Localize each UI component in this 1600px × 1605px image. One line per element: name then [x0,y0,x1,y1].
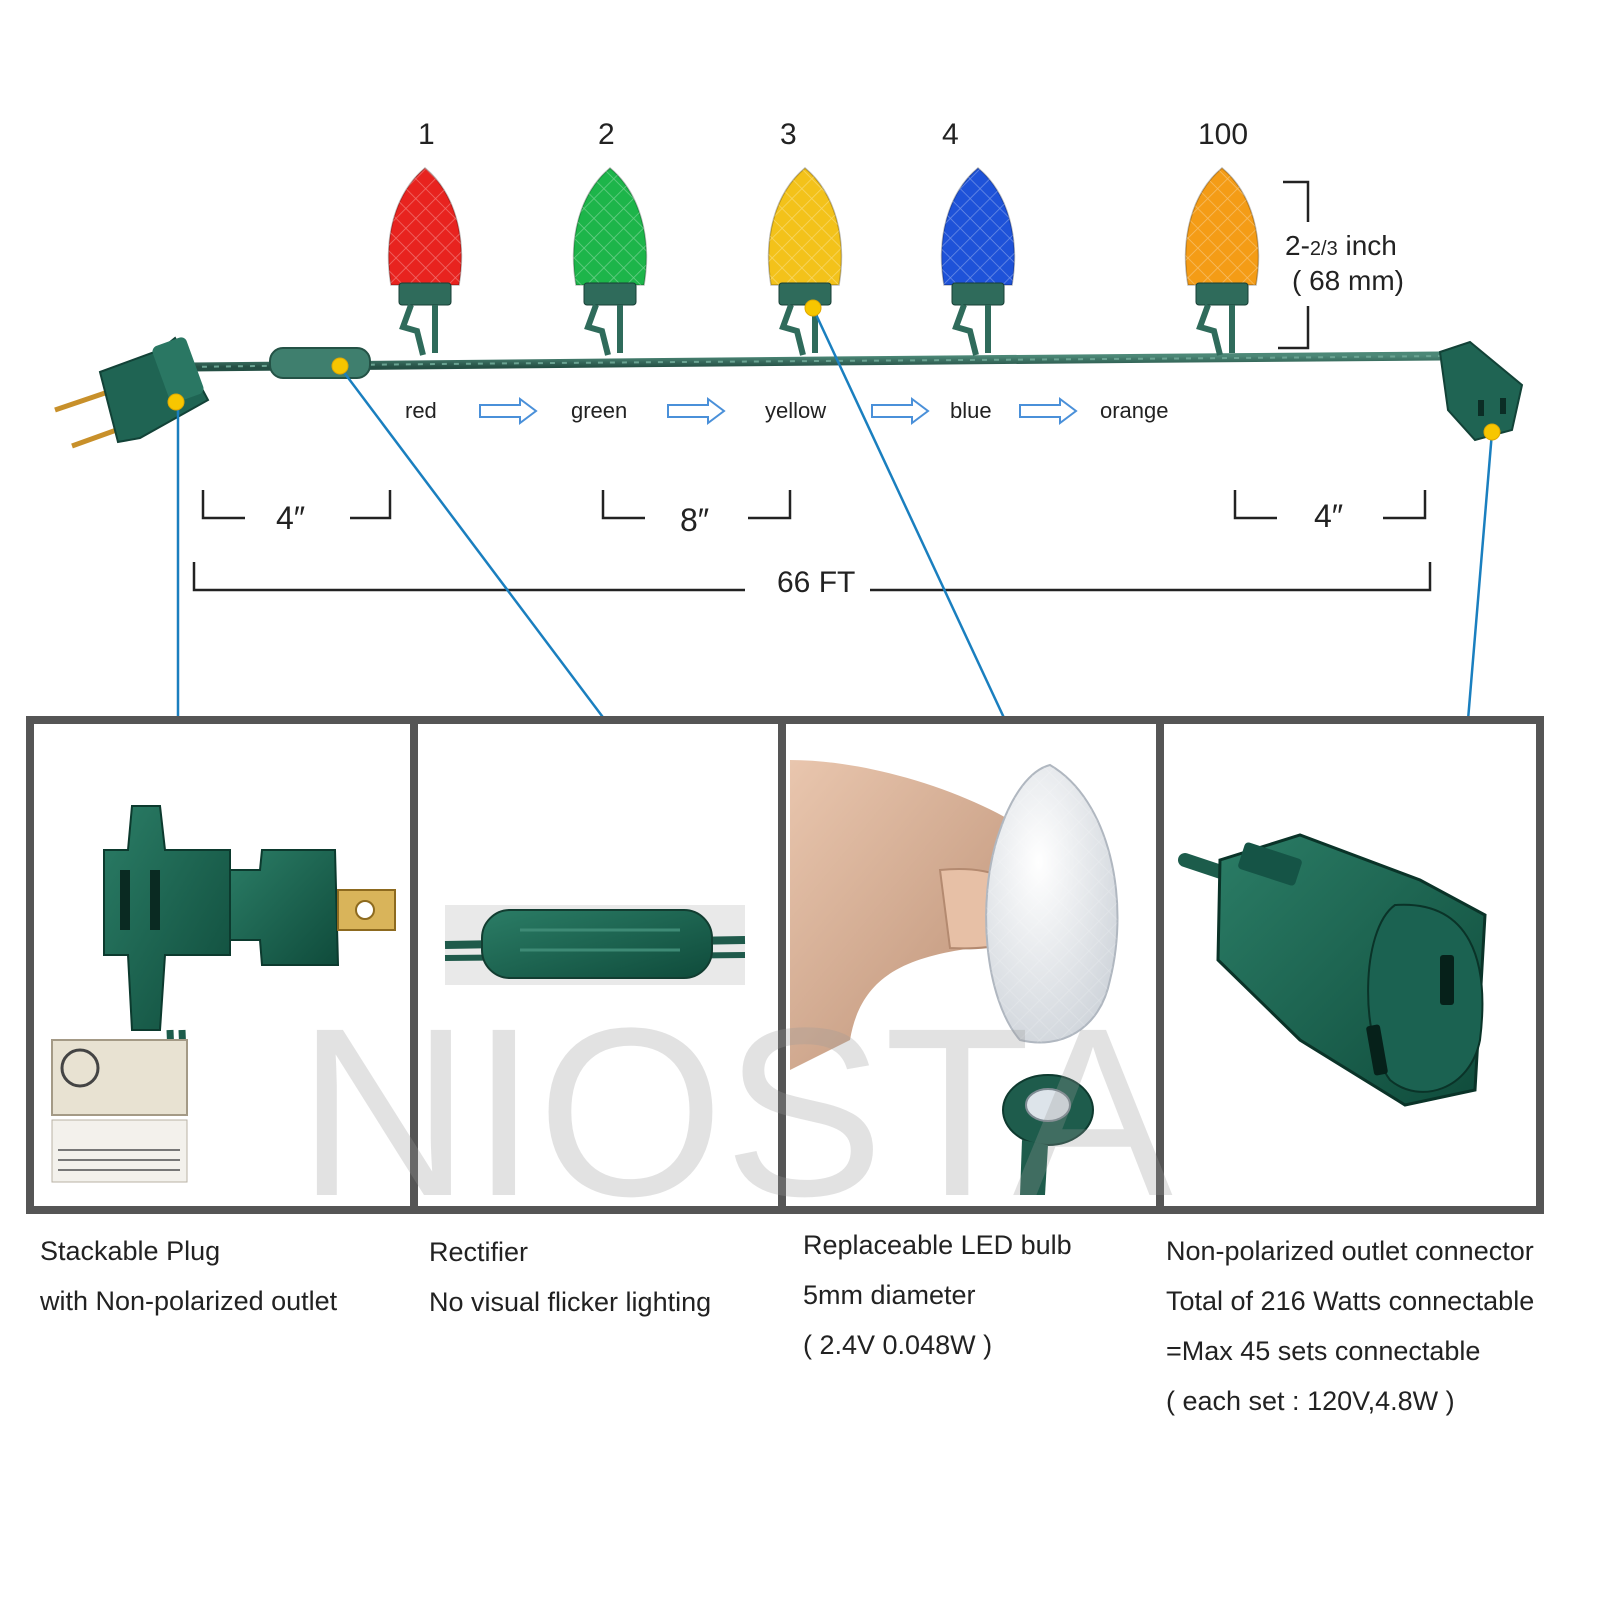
stackable-plug-icon [54,336,210,449]
caption-line: ( each set : 120V,4.8W ) [1166,1386,1455,1416]
dimension-brackets [192,490,1432,592]
sequence-arrow-icon [1019,397,1078,425]
sequence-arrow-icon [667,397,726,425]
color-label-orange: orange [1100,398,1169,423]
orange-bulb-icon [1184,167,1260,356]
wire-twist [189,355,1441,368]
panel-led-bulb-photo [790,760,1119,1195]
outlet-connector-icon [1438,340,1524,442]
caption-led-bulb: Replaceable LED bulb 5mm diameter ( 2.4V… [803,1220,1072,1370]
red-bulb-icon [387,167,463,356]
color-label-yellow: yellow [765,398,827,423]
bulb-height-metric: ( 68 mm) [1292,265,1404,296]
callout-dots [167,299,1501,441]
caption-line: Total of 216 Watts connectable [1166,1286,1535,1316]
caption-line: Non-polarized outlet connector [1166,1236,1534,1266]
green-bulb-icon [572,167,648,356]
panel-plug-photo [51,805,396,1183]
color-label-blue: blue [950,398,992,423]
bulb-number-3: 3 [780,118,797,151]
color-label-red: red [405,398,437,423]
yellow-bulb-icon [767,167,843,356]
bulb-spacing: 8″ [680,502,710,538]
panel-outlet-photo [1178,833,1487,1107]
callout-lines [176,307,1494,721]
lead-left-length: 4″ [276,500,306,536]
panel-rectifier-photo [444,905,746,985]
bulb-number-100: 100 [1198,118,1249,151]
bulb-height-bracket [1278,180,1310,350]
caption-rectifier: Rectifier No visual flicker lighting [429,1227,711,1327]
color-label-green: green [571,398,628,423]
color-sequence-arrows [479,397,1078,425]
caption-line: Rectifier [429,1237,529,1267]
watermark: NIOSTA [297,978,1173,1246]
rectifier-icon [269,347,371,379]
caption-outlet-connector: Non-polarized outlet connector Total of … [1166,1226,1534,1426]
bulb-number-1: 1 [418,118,435,151]
bulb-number-4: 4 [942,118,959,151]
caption-line: ( 2.4V 0.048W ) [803,1330,993,1360]
blue-bulb-icon [940,167,1016,356]
bulb-row [387,167,1260,356]
caption-line: with Non-polarized outlet [40,1286,338,1316]
total-length: 66 FT [777,566,856,599]
bulb-height-label: 2-2/3 inch [1285,230,1397,261]
caption-line: Replaceable LED bulb [803,1230,1072,1260]
caption-line: 5mm diameter [803,1280,976,1310]
bulb-number-2: 2 [598,118,615,151]
caption-line: =Max 45 sets connectable [1166,1336,1481,1366]
lead-right-length: 4″ [1314,498,1344,534]
sequence-arrow-icon [871,397,930,425]
sequence-arrow-icon [479,397,538,425]
caption-line: No visual flicker lighting [429,1287,712,1317]
caption-line: Stackable Plug [40,1236,221,1266]
caption-plug: Stackable Plug with Non-polarized outlet [40,1226,337,1326]
